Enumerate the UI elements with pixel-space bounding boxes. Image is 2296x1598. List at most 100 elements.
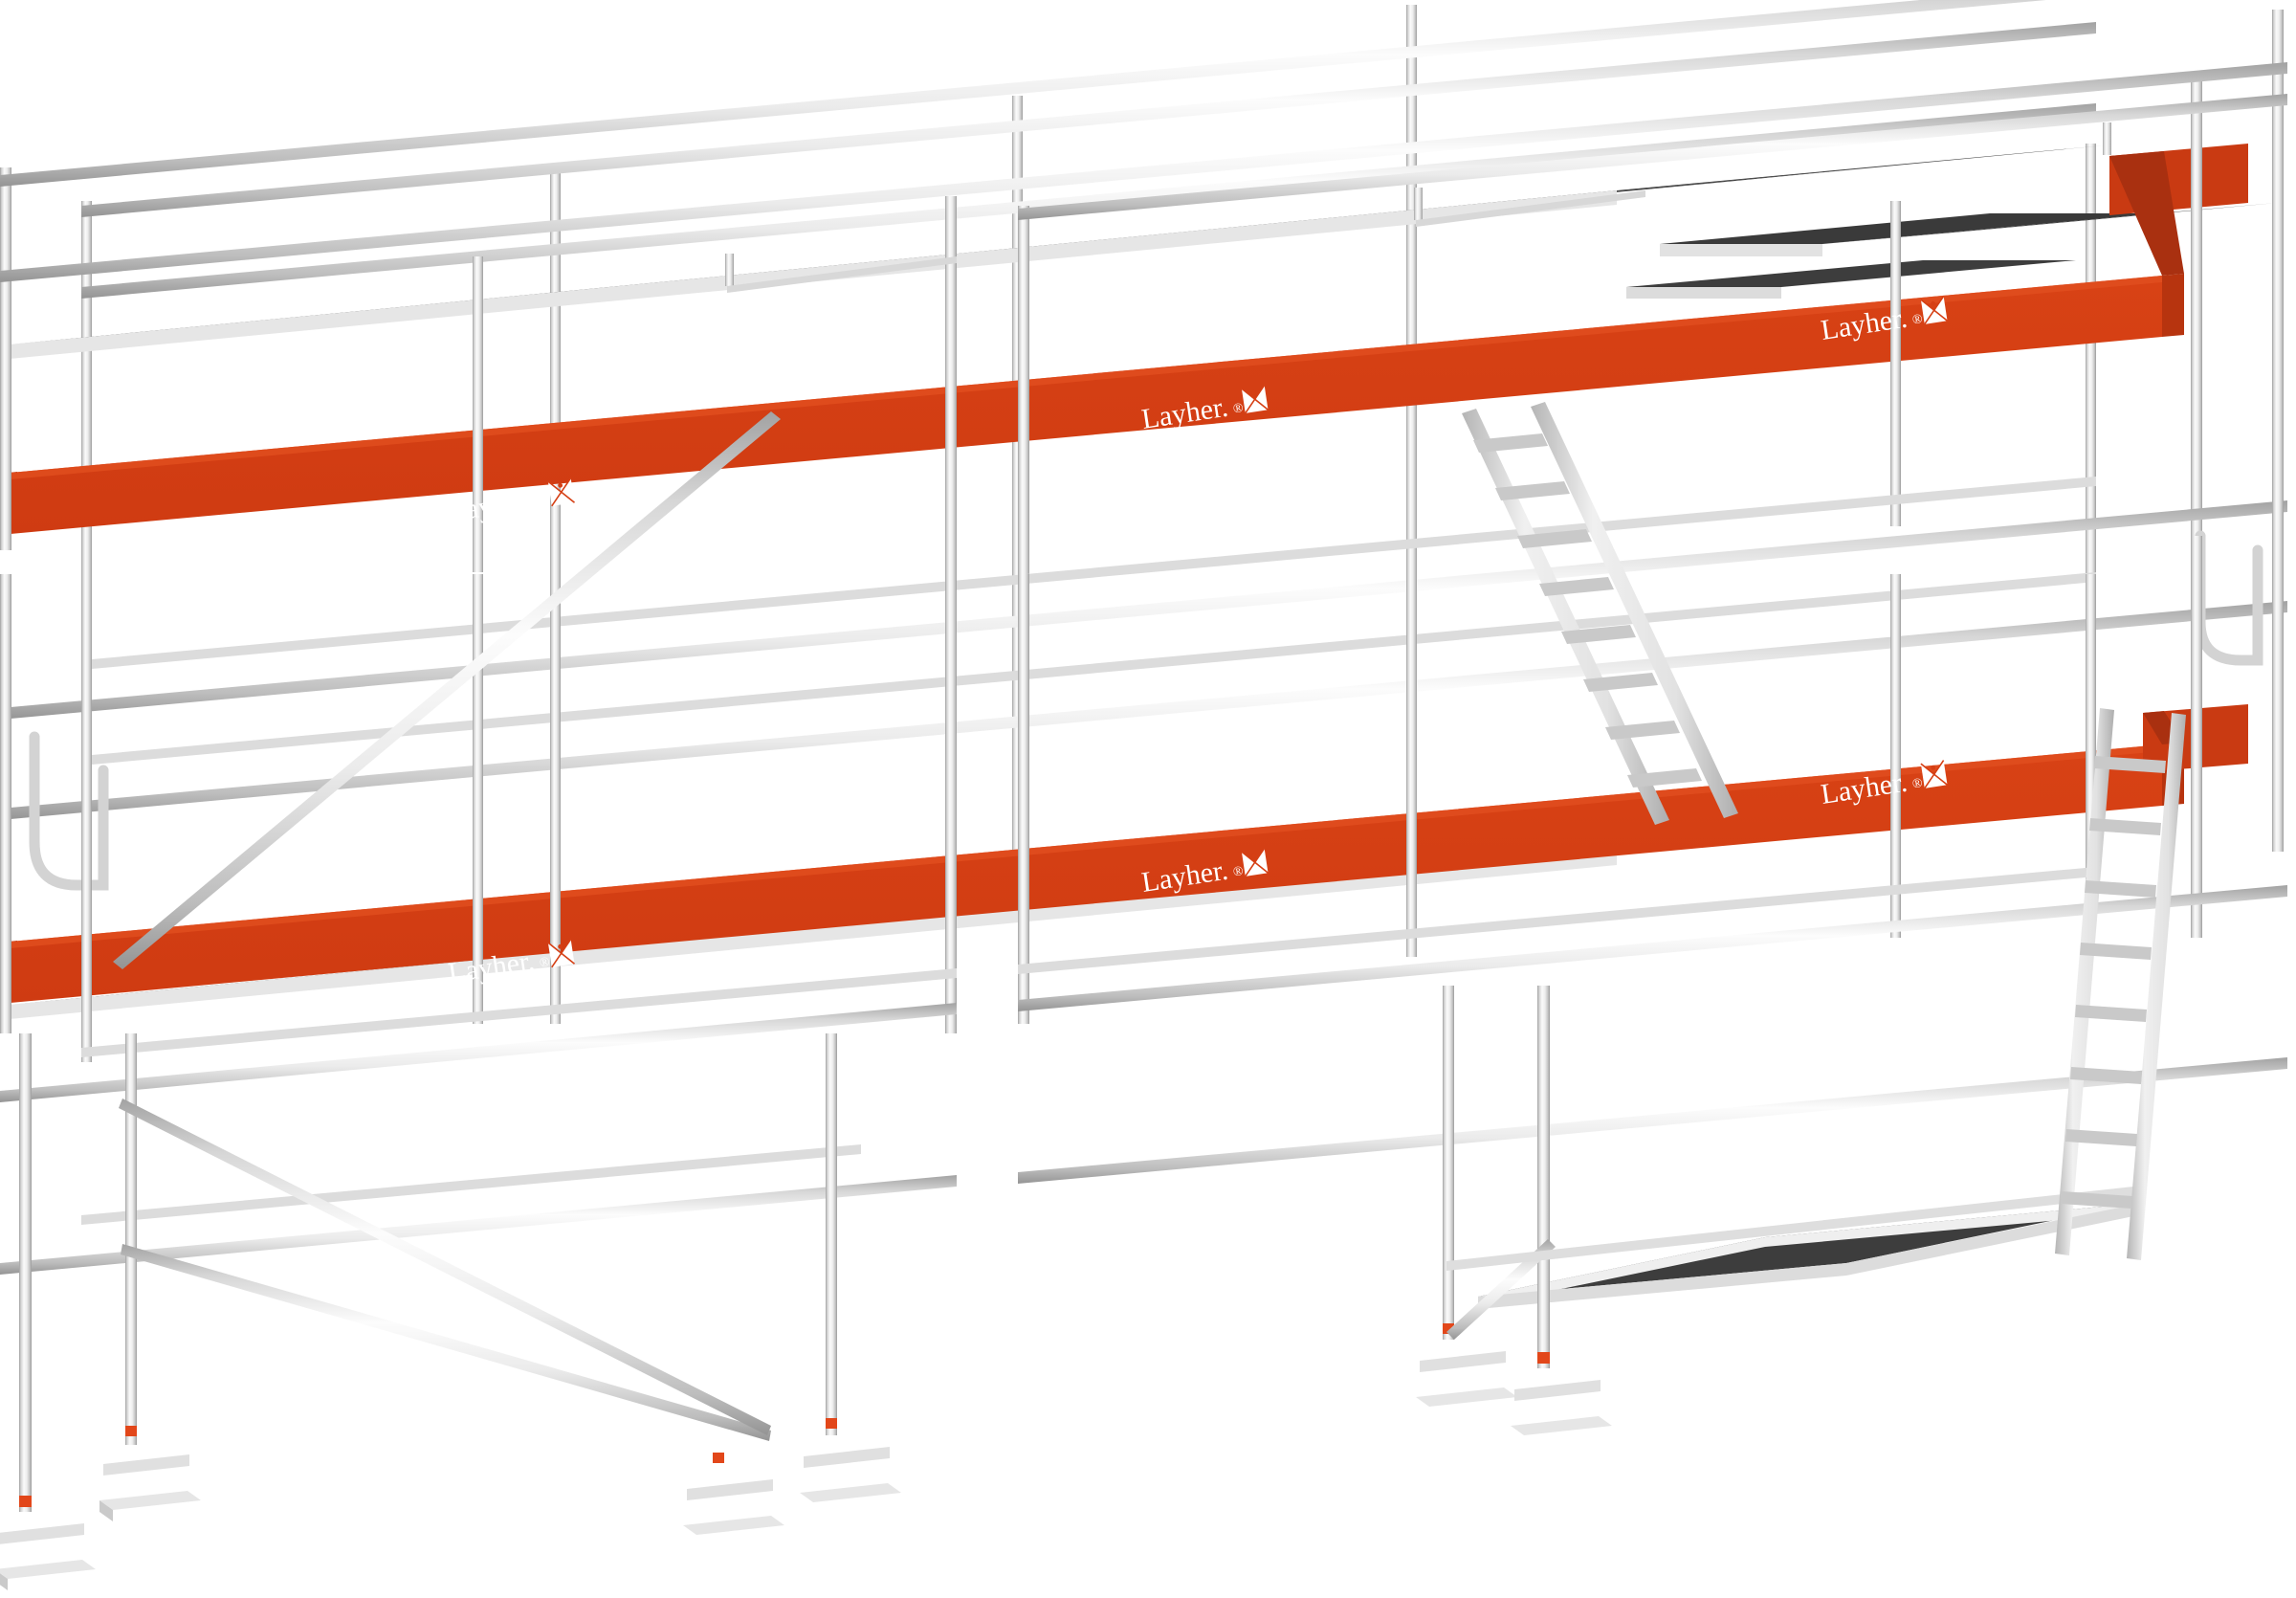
deck-edge xyxy=(698,917,928,953)
base-jack-group xyxy=(0,1351,1612,1590)
marker-ring xyxy=(125,1426,137,1436)
lower-level xyxy=(0,450,2284,1033)
crown-mark-icon xyxy=(1920,296,1949,325)
base-jack xyxy=(800,1447,901,1502)
toe-board xyxy=(0,276,2162,535)
standard-post xyxy=(2272,450,2284,852)
standard-post xyxy=(1443,986,1454,1340)
ladder-rung xyxy=(2094,756,2166,773)
base-plate xyxy=(1511,1416,1612,1435)
guard-rail xyxy=(81,103,2096,299)
standard-post xyxy=(2191,81,2202,541)
deck-edge xyxy=(928,234,1158,271)
standard-post xyxy=(1890,201,1901,526)
marker-ring xyxy=(826,1418,837,1429)
steel-deck xyxy=(1626,260,2076,287)
standard-post xyxy=(945,574,957,1033)
registered-mark: ® xyxy=(1911,312,1924,327)
marker-ring xyxy=(1443,1323,1454,1334)
deck-edge xyxy=(928,895,1158,931)
ladder-rung xyxy=(2065,1129,2137,1146)
ladder-rung xyxy=(2075,1005,2147,1022)
ledger xyxy=(81,477,2096,670)
deck-edge xyxy=(10,322,239,359)
ladder-rung xyxy=(2089,818,2161,835)
base-jack xyxy=(99,1454,201,1521)
registered-mark: ® xyxy=(539,494,551,509)
ledger xyxy=(0,601,2287,820)
base-plate xyxy=(1416,1387,1517,1407)
ladder-rung xyxy=(1517,529,1592,548)
base-jack xyxy=(1511,1380,1612,1435)
ladder-rung xyxy=(1583,673,1658,692)
base-jack xyxy=(1416,1351,1517,1407)
bottom-ledgers xyxy=(0,867,2287,1275)
ladder-rung xyxy=(1495,481,1570,500)
ledger xyxy=(0,1003,957,1102)
ledger xyxy=(1018,867,2096,974)
ladder-access-right xyxy=(2055,708,2186,1260)
toe-board-top-edge xyxy=(0,276,2162,480)
base-plate xyxy=(0,1560,96,1579)
crown-mark-icon xyxy=(547,477,576,507)
ladder-rungs xyxy=(2061,756,2166,1209)
diagonal-brace xyxy=(119,1099,771,1435)
standard-post xyxy=(826,1033,837,1435)
deck-edge xyxy=(1478,1263,1846,1309)
deck-edge xyxy=(239,961,469,997)
base-plate xyxy=(800,1483,901,1502)
deck-edge xyxy=(1158,212,1387,249)
registered-mark: ® xyxy=(539,955,551,970)
standard-post xyxy=(2086,574,2096,919)
ladder-rail xyxy=(1462,409,1669,825)
ladder-rail xyxy=(2127,713,2186,1260)
ladder-rail xyxy=(1531,402,1738,818)
standard-post xyxy=(2191,536,2202,938)
standard-post xyxy=(125,1033,137,1445)
ladder-rung xyxy=(1627,768,1702,788)
guard-rail xyxy=(0,62,2287,282)
guard-rail xyxy=(81,22,2096,217)
base-plate xyxy=(683,1516,784,1535)
crown-mark-icon xyxy=(547,939,576,968)
ledger xyxy=(0,1175,957,1275)
transom-pin xyxy=(1414,188,1423,220)
registered-mark: ® xyxy=(1232,864,1245,879)
ladder-rung xyxy=(2080,943,2152,960)
standard-post xyxy=(1537,986,1550,1368)
standard-post xyxy=(1012,96,1023,919)
base-jack xyxy=(0,1523,96,1590)
transom-pin xyxy=(2103,122,2111,155)
standard-post xyxy=(0,574,11,1033)
ledger xyxy=(81,572,2096,766)
diagonal-brace xyxy=(113,411,781,969)
ladder-rail xyxy=(2055,708,2114,1255)
bottom-level xyxy=(0,867,2287,1590)
deck-edge xyxy=(1660,244,1822,256)
spindle-nut xyxy=(804,1447,890,1468)
deck-edge xyxy=(10,983,239,1019)
standard-post xyxy=(2272,10,2284,459)
spindle-nut xyxy=(0,1523,84,1544)
ladder-access-center xyxy=(1462,402,1738,825)
ladder-rung xyxy=(1605,721,1680,740)
registered-mark: ® xyxy=(1911,776,1924,791)
deck-edge xyxy=(469,278,698,315)
base-plate-edge xyxy=(99,1500,113,1521)
upper-guard-rails xyxy=(0,0,2287,282)
steel-deck xyxy=(1660,213,2157,244)
base-jack xyxy=(683,1479,784,1535)
spindle-nut xyxy=(1514,1380,1601,1401)
deck-edge xyxy=(469,939,698,975)
base-marker-rings xyxy=(19,1323,1550,1507)
u-bracket-group xyxy=(29,530,2263,891)
upper-level xyxy=(0,0,2287,598)
diagonal-brace xyxy=(121,1244,771,1441)
transom-arm xyxy=(727,256,957,293)
bottom-posts xyxy=(19,986,1550,1512)
registered-mark: ® xyxy=(1232,401,1245,416)
crown-mark-icon xyxy=(1920,760,1949,789)
crown-mark-icon xyxy=(1241,385,1269,414)
